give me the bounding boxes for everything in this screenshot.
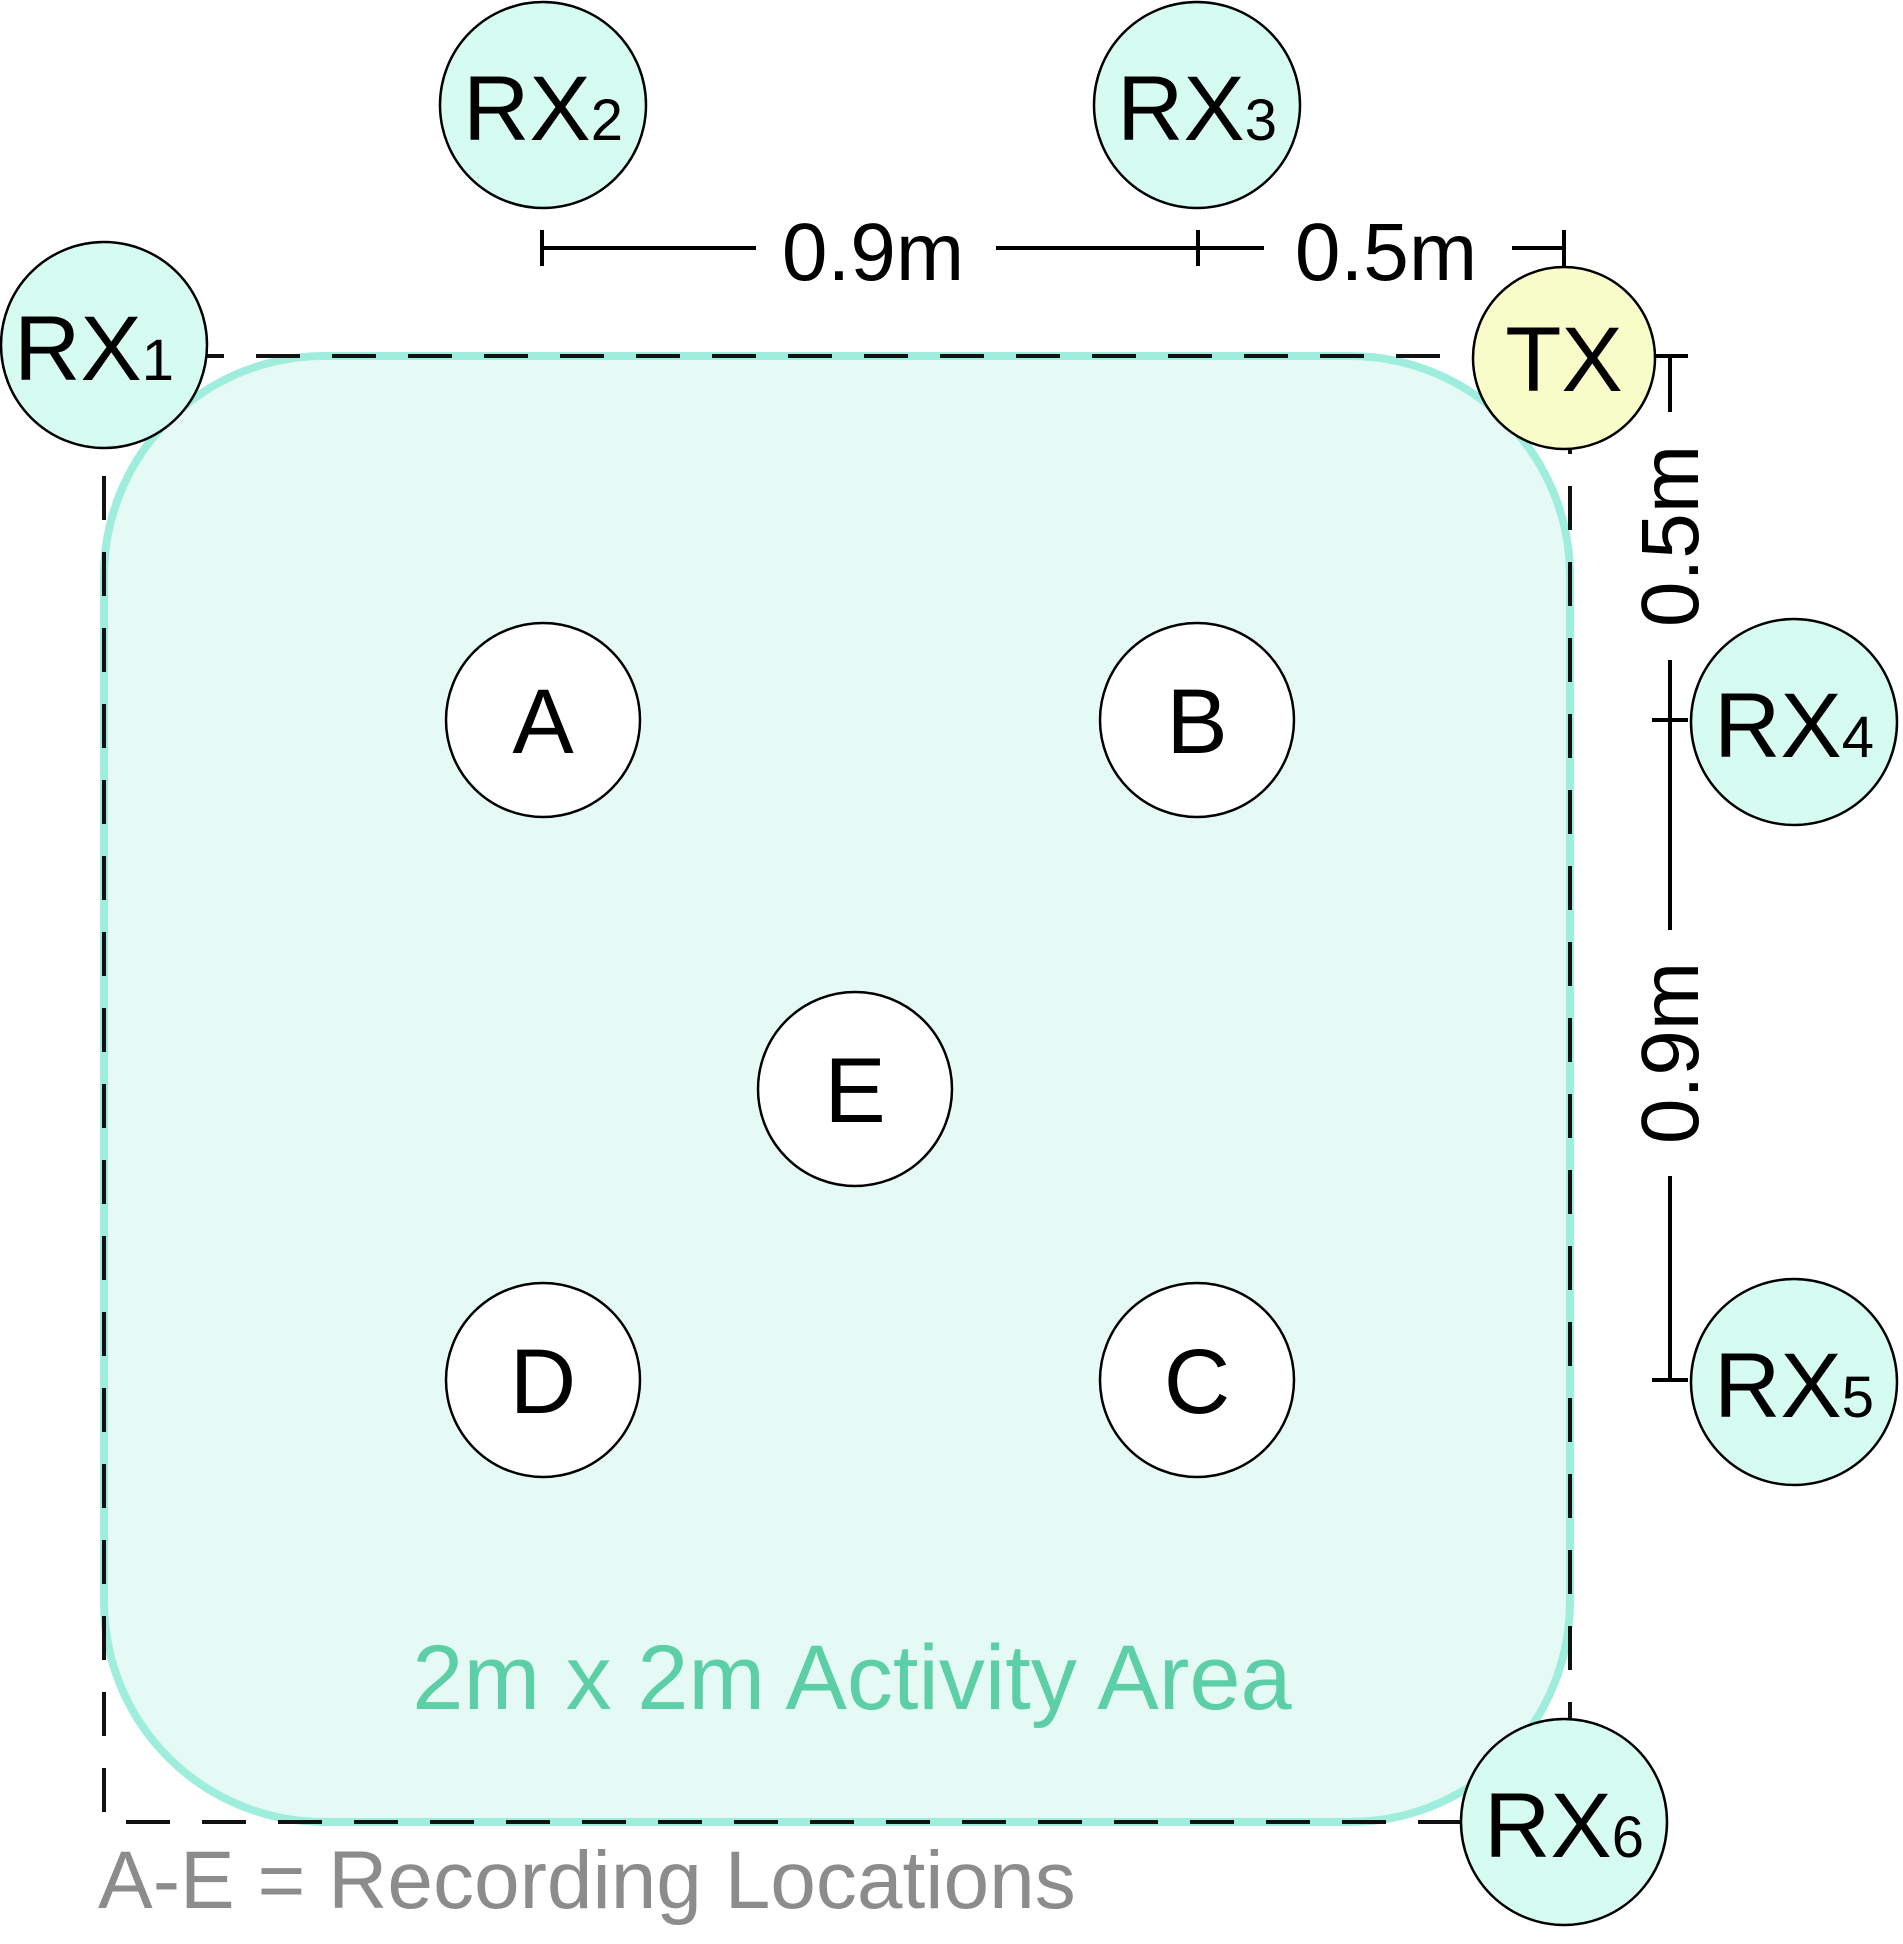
- dimension-label-right-top: 0.5m: [1625, 445, 1716, 627]
- recording-location-a: A: [444, 621, 642, 819]
- recording-location-d: D: [444, 1281, 642, 1479]
- receiver-rx5: RX5: [1689, 1277, 1899, 1487]
- receiver-rx6: RX6: [1459, 1717, 1669, 1927]
- right-dimension: [1652, 354, 1688, 1382]
- receiver-rx3: RX3: [1092, 0, 1302, 210]
- dashed-boundary: [102, 354, 1572, 1824]
- location-label-a: A: [512, 671, 574, 773]
- recording-location-c: C: [1098, 1281, 1296, 1479]
- transmitter-label: TX: [1505, 309, 1623, 411]
- dimension-label-right-bottom: 0.9m: [1625, 962, 1716, 1144]
- top-dimension: [540, 230, 1566, 266]
- receiver-rx2: RX2: [438, 0, 648, 210]
- receiver-label-rx1: RX1: [14, 298, 174, 400]
- location-label-d: D: [510, 1331, 576, 1433]
- recording-location-e: E: [756, 990, 954, 1188]
- activity-area-label: 2m x 2m Activity Area: [412, 1627, 1292, 1729]
- receiver-rx1: RX1: [0, 240, 209, 450]
- dimension-label-top-left: 0.9m: [782, 207, 964, 298]
- receiver-label-rx3: RX3: [1117, 58, 1277, 160]
- dimension-label-top-right: 0.5m: [1295, 207, 1477, 298]
- transmitter-tx: TX: [1471, 265, 1657, 451]
- receiver-label-rx4: RX4: [1714, 675, 1874, 777]
- location-label-e: E: [824, 1040, 885, 1142]
- location-label-b: B: [1166, 671, 1227, 773]
- legend-text: A-E = Recording Locations: [98, 1835, 1076, 1926]
- receiver-label-rx6: RX6: [1484, 1775, 1644, 1877]
- location-label-c: C: [1164, 1331, 1230, 1433]
- receiver-rx4: RX4: [1689, 617, 1899, 827]
- receiver-label-rx5: RX5: [1714, 1335, 1874, 1437]
- receiver-label-rx2: RX2: [463, 58, 623, 160]
- recording-location-b: B: [1098, 621, 1296, 819]
